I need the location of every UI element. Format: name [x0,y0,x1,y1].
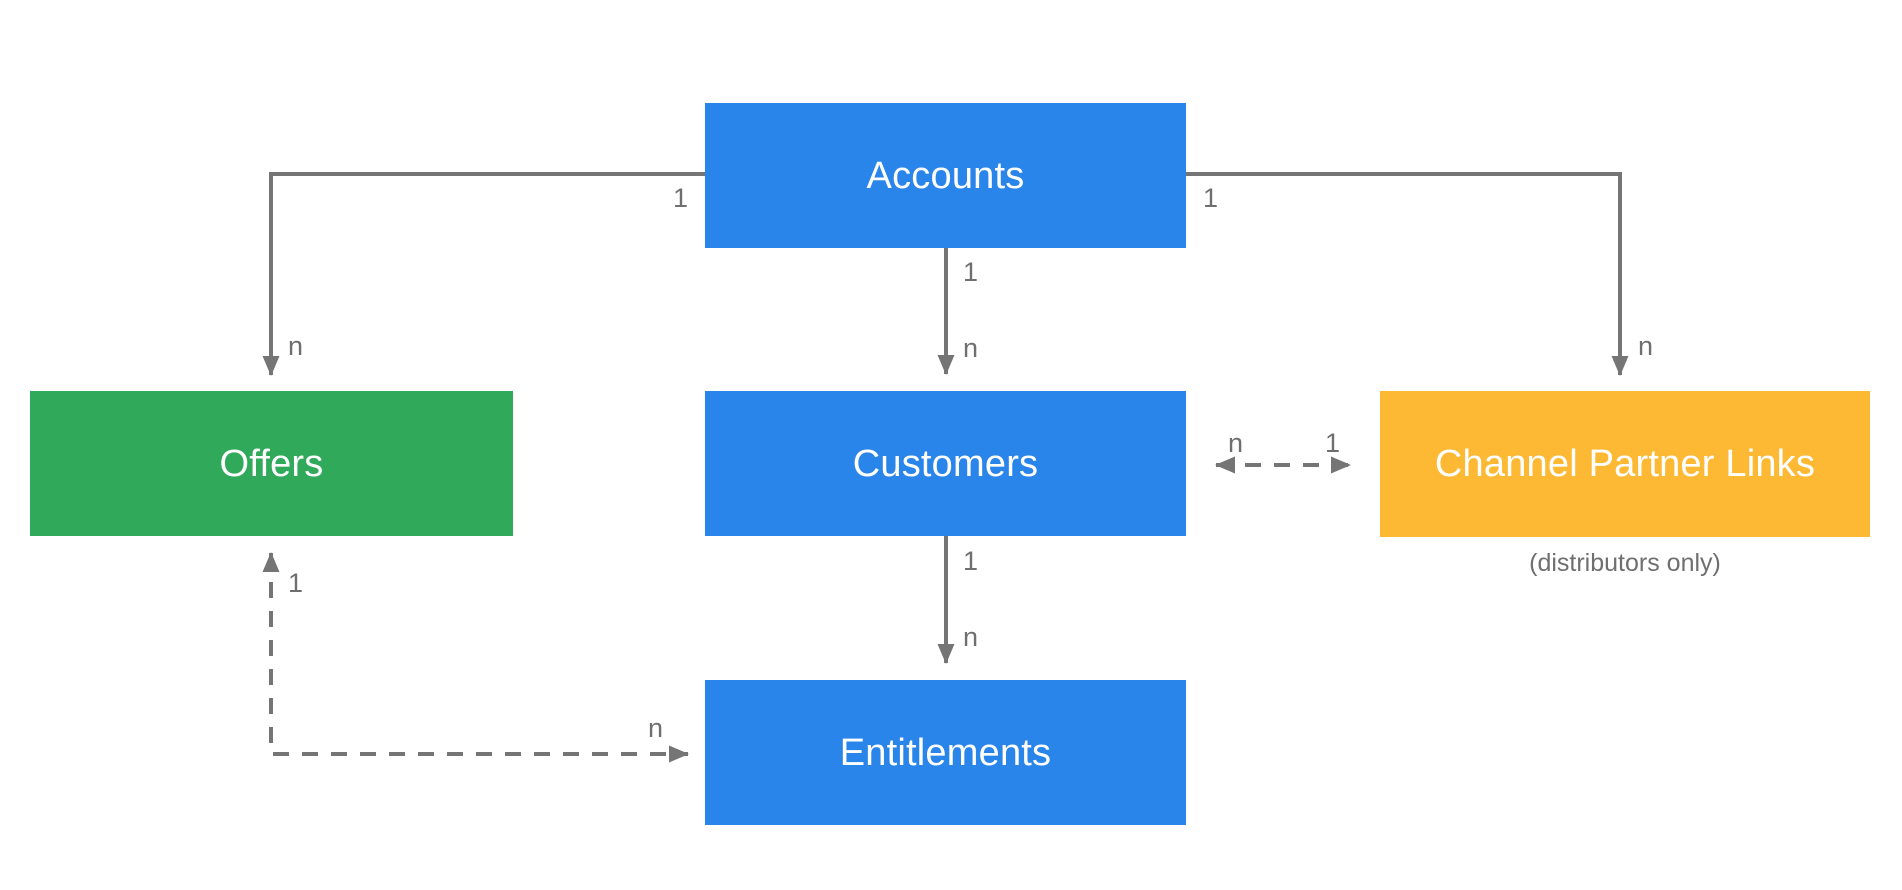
edge-offers-entitlements [262,552,689,763]
node-customers-label: Customers [852,442,1039,485]
edge-accounts-offers [262,172,705,376]
node-entitlements-label: Entitlements [839,731,1052,774]
node-channel-partner-links-label: Channel Partner Links [1434,443,1816,485]
edge-label-customers-channel-links-source: n [1228,428,1244,458]
edge-label-offers-entitlements-source: 1 [288,568,304,598]
edge-label-accounts-channel-links-source: 1 [1203,183,1219,213]
node-accounts-label: Accounts [866,154,1025,197]
edge-accounts-channel-links [1186,172,1629,376]
node-entitlements[interactable]: Entitlements [705,680,1186,825]
edge-label-accounts-customers-source: 1 [963,257,979,287]
edge-label-customers-entitlements-target: n [963,622,979,652]
edge-label-offers-entitlements-target: n [648,713,664,743]
edge-label-accounts-offers-target: n [288,331,304,361]
channel-partner-links-caption: (distributors only) [1529,549,1721,577]
node-customers[interactable]: Customers [705,391,1186,536]
edge-label-accounts-offers-source: 1 [673,183,689,213]
node-offers[interactable]: Offers [30,391,513,536]
node-accounts[interactable]: Accounts [705,103,1186,248]
node-offers-label: Offers [219,442,324,485]
edge-label-customers-entitlements-source: 1 [963,546,979,576]
edge-label-customers-channel-links-target: 1 [1325,428,1341,458]
edge-label-accounts-customers-target: n [963,333,979,363]
node-channel-partner-links[interactable]: Channel Partner Links [1380,391,1870,537]
edge-label-accounts-channel-links-target: n [1638,331,1654,361]
